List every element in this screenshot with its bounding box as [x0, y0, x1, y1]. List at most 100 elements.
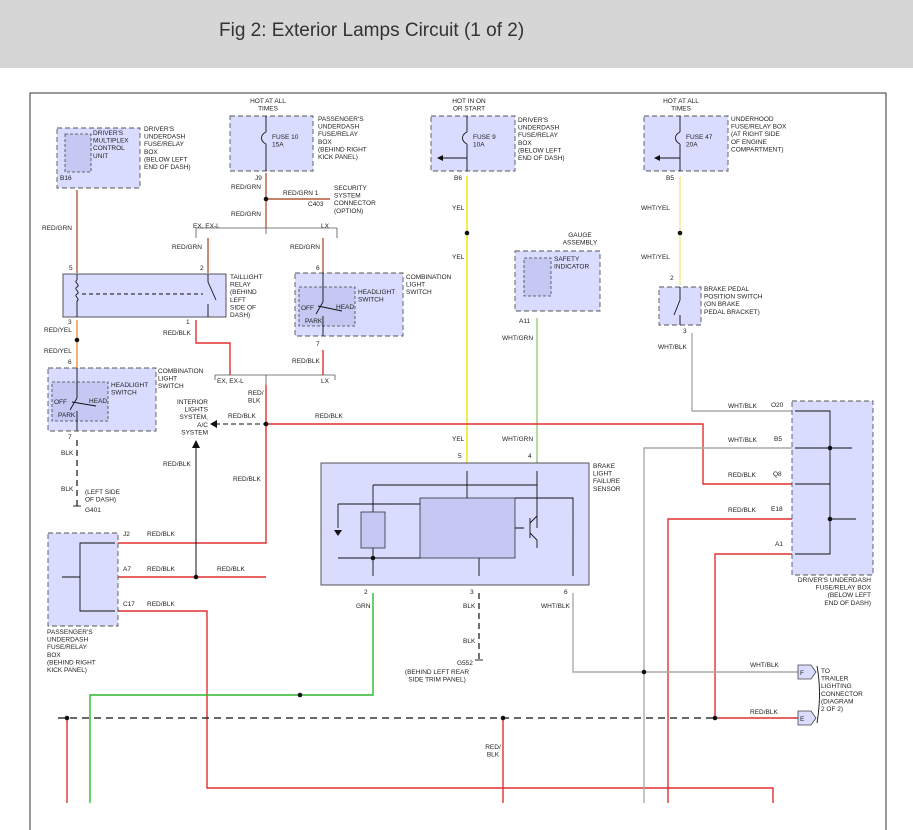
pin-j9-line: J9	[255, 175, 262, 182]
splice-dot	[297, 692, 303, 698]
off-2: OFF	[54, 399, 67, 406]
driver-fuse-box-3-line: (BELOW LEFT	[828, 592, 871, 599]
wire-red-grn-2-line: RED/GRN 1	[283, 190, 319, 197]
wire-red-blk-10: RED/BLK	[728, 507, 756, 514]
taillight-relay-line: LEFT	[230, 297, 246, 304]
wire-red-blk-9: RED/BLK	[147, 531, 175, 538]
wire-red-grn-3-line: RED/GRN	[231, 211, 261, 218]
hot-in-on-line: HOT IN ON	[452, 98, 486, 105]
wire-wht-blk-b5	[643, 447, 792, 803]
wire-wht-blk-3-line: WHT/BLK	[728, 437, 758, 444]
left-side-dash-line: (LEFT SIDE	[85, 489, 121, 496]
splice-dot	[827, 516, 833, 522]
conn-f-line: F	[800, 670, 804, 677]
hot-all-times-1-line: TIMES	[258, 106, 279, 113]
wire-red-blk-4: RED/BLK	[228, 413, 256, 420]
pin-3-brake-sw-line: 3	[683, 328, 687, 335]
pin-e18-line: E18	[771, 506, 783, 513]
wire-red-blk-15-line: RED/	[485, 744, 501, 751]
wire-red-yel-1-line: RED/YEL	[44, 327, 72, 334]
passenger-fuse-box-1-line: BOX	[318, 139, 332, 146]
splice-dot	[263, 421, 269, 427]
wire-wht-blk-1-line: WHT/BLK	[658, 344, 688, 351]
pin-2-relay: 2	[200, 265, 204, 272]
driver-fuse-box-1-line: UNDERDASH	[144, 134, 185, 141]
head-1-line: HEAD	[336, 304, 354, 311]
trailer-conn-line: (DIAGRAM	[821, 698, 854, 705]
underhood-box-line: COMPARTMENT)	[731, 146, 783, 153]
wire-red-blk-15-line: BLK	[487, 752, 500, 759]
wire-grn-line: GRN	[356, 603, 371, 610]
driver-fuse-box-2-line: UNDERDASH	[518, 125, 559, 132]
pin-3-brake-sw: 3	[683, 328, 687, 335]
pin-j2-line: J2	[123, 531, 130, 538]
pin-6-comb-line: 6	[316, 265, 320, 272]
wire-red-blk-6-line: RED/BLK	[163, 461, 191, 468]
wire-red-blk-12-line: RED/BLK	[217, 566, 245, 573]
wire-red-grn-1-line: RED/GRN	[231, 184, 261, 191]
passenger-fuse-box-2-line: BOX	[47, 652, 61, 659]
wires	[58, 173, 798, 803]
passenger-fuse-box-left	[47, 532, 119, 627]
pin-5-sensor-line: 5	[458, 453, 462, 460]
pin-c17: C17	[123, 601, 135, 608]
fuse-9-line: FUSE 9	[473, 134, 496, 141]
hot-all-times-1-line: HOT AT ALL	[250, 98, 286, 105]
wire-red-blk-1-line: RED/BLK	[163, 330, 191, 337]
conn-c403-line: C403	[308, 201, 324, 208]
wire-wht-blk-o20	[691, 333, 792, 412]
pin-4-sensor: 4	[528, 453, 532, 460]
park-1-line: PARK	[305, 318, 323, 325]
left-side-dash-line: OF DASH)	[85, 497, 116, 504]
taillight-relay-line: RELAY	[230, 282, 251, 289]
conn-e: E	[800, 716, 805, 723]
driver-fuse-box-right-wiring	[795, 410, 856, 555]
splice-dot	[641, 669, 647, 675]
driver-fuse-box-1-line: DRIVER'S	[144, 126, 175, 133]
wire-yel-1-line: YEL	[452, 205, 465, 212]
wire-wht-blk-4: WHT/BLK	[541, 603, 571, 610]
switch-2-contacts	[69, 368, 97, 431]
wire-red-blk-4-line: RED/BLK	[228, 413, 256, 420]
driver-fuse-box-2-line: DRIVER'S	[518, 117, 549, 124]
taillight-relay-line: SIDE OF	[230, 304, 256, 311]
wire-wht-grn-1-line: WHT/GRN	[502, 335, 533, 342]
wire-grn	[89, 593, 374, 803]
wire-wht-grn-1: WHT/GRN	[502, 335, 533, 342]
hot-all-times-2-line: HOT AT ALL	[663, 98, 699, 105]
wire-red-blk-8: RED/BLK	[233, 476, 261, 483]
wire-blk-2-line: BLK	[61, 486, 74, 493]
pin-b16-line: B16	[60, 175, 72, 182]
wire-blk-3-line: BLK	[463, 603, 476, 610]
wire-yel-2: YEL	[452, 254, 465, 261]
wire-blk-1: BLK	[61, 450, 74, 457]
figure-header: Fig 2: Exterior Lamps Circuit (1 of 2)	[0, 0, 913, 68]
wire-red-blk-3: RED/BLK	[248, 390, 264, 405]
ground-g401-line: G401	[85, 507, 101, 514]
wire-red-blk-10-line: RED/BLK	[728, 507, 756, 514]
lx-top-line: LX	[321, 223, 330, 230]
pin-j2: J2	[123, 531, 130, 538]
fuse47-symbol	[658, 116, 681, 171]
wire-wht-yel-1: WHT/YEL	[641, 205, 670, 212]
security-conn-line: CONNECTOR	[334, 200, 376, 207]
comb-switch-1-line: LIGHT	[406, 282, 425, 289]
wire-red-blk-12: RED/BLK	[217, 566, 245, 573]
wire-wht-blk-5: WHT/BLK	[750, 662, 780, 669]
splice-dot	[712, 715, 718, 721]
brake-pedal-switch-line: PEDAL BRACKET)	[704, 309, 760, 316]
lx-bottom-line: LX	[321, 378, 330, 385]
wire-wht-yel-2-line: WHT/YEL	[641, 254, 670, 261]
fuse9-arrow	[437, 155, 443, 161]
wire-blk-3: BLK	[463, 603, 476, 610]
pin-e18: E18	[771, 506, 783, 513]
